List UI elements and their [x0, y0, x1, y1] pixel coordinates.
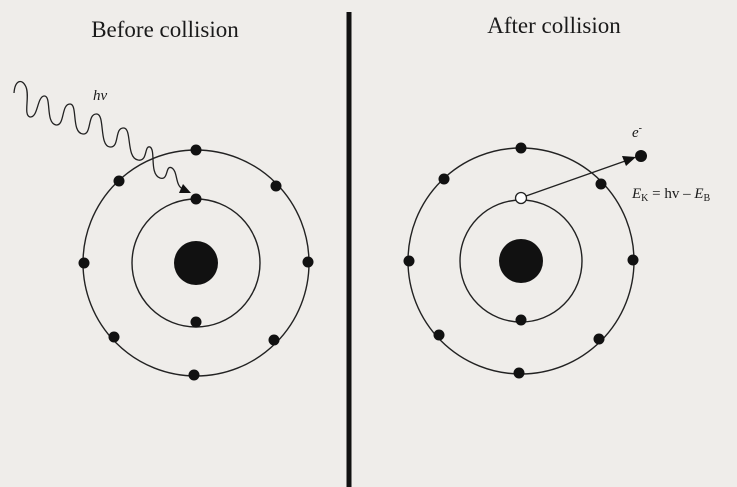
before-inner-electron-bottom — [191, 317, 202, 328]
ejection-arrowhead — [622, 156, 636, 166]
before-inner-electron-top — [191, 194, 202, 205]
after-outer-electron — [434, 330, 445, 341]
after-collision-title: After collision — [487, 13, 621, 38]
before-outer-electron — [79, 258, 90, 269]
before-outer-electron — [271, 181, 282, 192]
kinetic-energy-equation: EK = hv – EB — [631, 186, 711, 204]
after-outer-electron — [439, 174, 450, 185]
electron-label: e- — [632, 123, 642, 141]
before-outer-electron — [191, 145, 202, 156]
after-inner-electron-bottom — [516, 315, 527, 326]
after-atom — [404, 143, 639, 379]
before-nucleus — [174, 241, 218, 285]
after-outer-electron — [514, 368, 525, 379]
after-outer-electron — [594, 334, 605, 345]
ejected-electron — [635, 150, 647, 162]
before-outer-electron — [114, 176, 125, 187]
after-outer-electron — [516, 143, 527, 154]
before-outer-electron — [189, 370, 200, 381]
before-outer-electron — [269, 335, 280, 346]
after-outer-electron — [628, 255, 639, 266]
vacancy-hole — [516, 193, 527, 204]
before-atom — [79, 145, 314, 381]
after-outer-electron — [596, 179, 607, 190]
before-outer-electron — [109, 332, 120, 343]
before-outer-electron — [303, 257, 314, 268]
after-outer-electron — [404, 256, 415, 267]
before-collision-title: Before collision — [91, 17, 239, 42]
photon-energy-label: hv — [93, 88, 108, 104]
after-nucleus — [499, 239, 543, 283]
ejection-path — [526, 160, 628, 196]
